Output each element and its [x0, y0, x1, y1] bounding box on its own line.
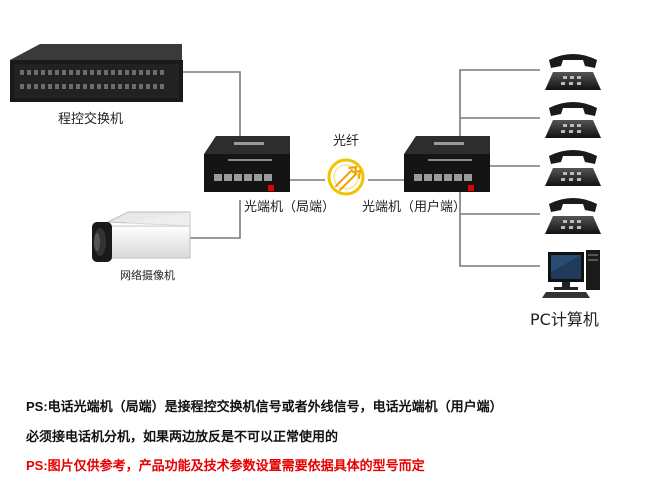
fiber-label: 光纤 — [333, 134, 360, 149]
telephone-icon-1 — [545, 54, 601, 90]
pbx-switch-label: 程控交换机 — [58, 112, 124, 127]
note-3-text: 图片仅供参考，产品功能及技术参数设置需要依据具体的型号而定 — [47, 459, 425, 474]
telephone-icon-4 — [545, 198, 601, 234]
note-line-1: PS:电话光端机（局端）是接程控交换机信号或者外线信号，电话光端机（用户端） — [26, 396, 503, 415]
telephone-icon-2 — [545, 102, 601, 138]
note-1-prefix: PS: — [26, 399, 48, 414]
fiber-icon — [327, 158, 365, 196]
note-3-prefix: PS: — [26, 458, 48, 473]
switch-to-local-line — [183, 71, 241, 138]
local-end-label: 光端机（局端） — [244, 200, 336, 215]
note-2-text: 必须接电话机分机，如果两边放反是不可以正常使用的 — [26, 430, 339, 445]
pc-computer-label: PC计算机 — [530, 310, 599, 329]
note-line-2: 必须接电话机分机，如果两边放反是不可以正常使用的 — [26, 426, 338, 445]
bus-to-phone-1 — [459, 69, 540, 160]
user-end-transceiver-device — [404, 136, 490, 192]
pbx-switch-device — [10, 44, 183, 102]
user-end-label: 光端机（用户端） — [362, 200, 467, 215]
local-end-transceiver-device — [204, 136, 290, 192]
network-camera-label: 网络摄像机 — [120, 269, 175, 282]
camera-to-local-line — [188, 200, 241, 239]
telephone-icon-3 — [545, 150, 601, 186]
note-1-text: 电话光端机（局端）是接程控交换机信号或者外线信号，电话光端机（用户端） — [47, 400, 503, 415]
connection-diagram — [10, 44, 601, 298]
pc-computer-icon — [542, 250, 600, 298]
note-line-3: PS:图片仅供参考，产品功能及技术参数设置需要依据具体的型号而定 — [26, 455, 425, 474]
network-camera-device — [92, 211, 191, 262]
